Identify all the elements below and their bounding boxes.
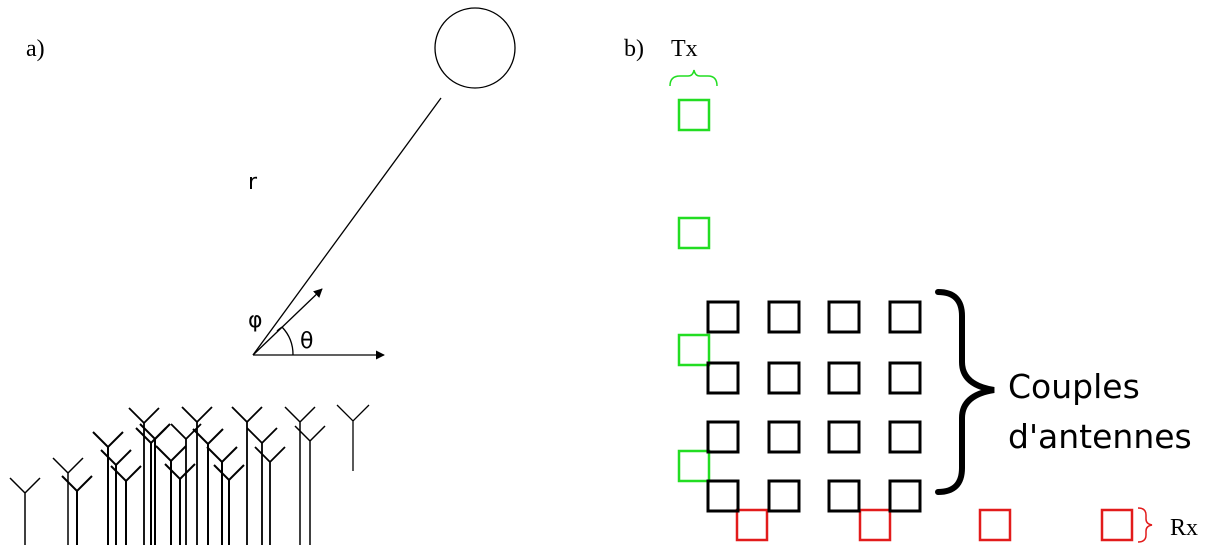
antenna-element [336, 404, 370, 471]
antenna-element [139, 423, 171, 545]
panel-b-label: b) [624, 36, 644, 62]
antenna-couple [888, 300, 922, 334]
antenna-element [155, 445, 187, 545]
couples-label-line2: d'antennes [1008, 417, 1192, 456]
couples-label-line1: Couples [1008, 367, 1140, 406]
tx-antenna [677, 98, 711, 132]
antenna-couples-grid [706, 300, 922, 513]
antenna-element [9, 477, 41, 545]
rx-label: Rx [1170, 515, 1198, 541]
antenna-element [110, 465, 142, 545]
antenna-couple [827, 420, 861, 454]
tx-antenna [677, 216, 711, 250]
panel-a-label: a) [26, 36, 45, 62]
tx-antennas [677, 98, 711, 483]
antenna-element [92, 431, 124, 545]
antenna-couple [888, 479, 922, 513]
rx-antennas [735, 508, 1134, 542]
rx-antenna [858, 508, 892, 542]
antenna-element [128, 407, 160, 545]
rx-antenna [735, 508, 769, 542]
antenna-element [100, 449, 132, 545]
antenna-couple [767, 479, 801, 513]
antenna-couple [888, 361, 922, 395]
antenna-couple [827, 300, 861, 334]
distance-line [252, 97, 442, 356]
panel-b: b) Tx Rx Couples d'antennes [624, 36, 1198, 543]
rx-brace [1137, 507, 1153, 543]
antenna-element [231, 406, 263, 545]
antenna-element [284, 406, 316, 545]
azimuth-arc [281, 326, 294, 356]
antenna-couple [706, 479, 740, 513]
antenna-element [206, 446, 238, 545]
antenna-couple [767, 361, 801, 395]
tx-antenna [677, 449, 711, 483]
direction-arrow [252, 288, 323, 356]
antenna-couple [706, 420, 740, 454]
tx-antenna [677, 333, 711, 367]
antenna-couple [827, 479, 861, 513]
antenna-couple [827, 361, 861, 395]
elevation-label: φ [248, 308, 263, 333]
antenna-element [52, 457, 84, 545]
couples-brace [935, 289, 995, 495]
antenna-element [254, 446, 286, 545]
antenna-couple [767, 300, 801, 334]
antenna-element [61, 475, 93, 545]
panel-a: a) r φ θ [9, 7, 516, 545]
antenna-element [181, 406, 213, 545]
antenna-element [294, 425, 326, 545]
distance-label: r [248, 170, 258, 195]
antenna-couple [706, 361, 740, 395]
antenna-couple [767, 420, 801, 454]
antenna-element [213, 464, 245, 545]
elevation-arc [276, 326, 283, 332]
antenna-element [164, 463, 196, 545]
antenna-couple [706, 300, 740, 334]
rx-antenna [1100, 508, 1134, 542]
antenna-element [170, 423, 202, 545]
antenna-couple [888, 420, 922, 454]
source-circle [434, 7, 516, 89]
antenna-element [135, 427, 167, 545]
antenna-forest [9, 404, 370, 545]
antenna-element [246, 427, 278, 545]
azimuth-label: θ [300, 329, 313, 354]
rx-antenna [978, 508, 1012, 542]
tx-label: Tx [671, 36, 698, 62]
tx-brace [669, 69, 718, 87]
antenna-element [192, 428, 224, 545]
